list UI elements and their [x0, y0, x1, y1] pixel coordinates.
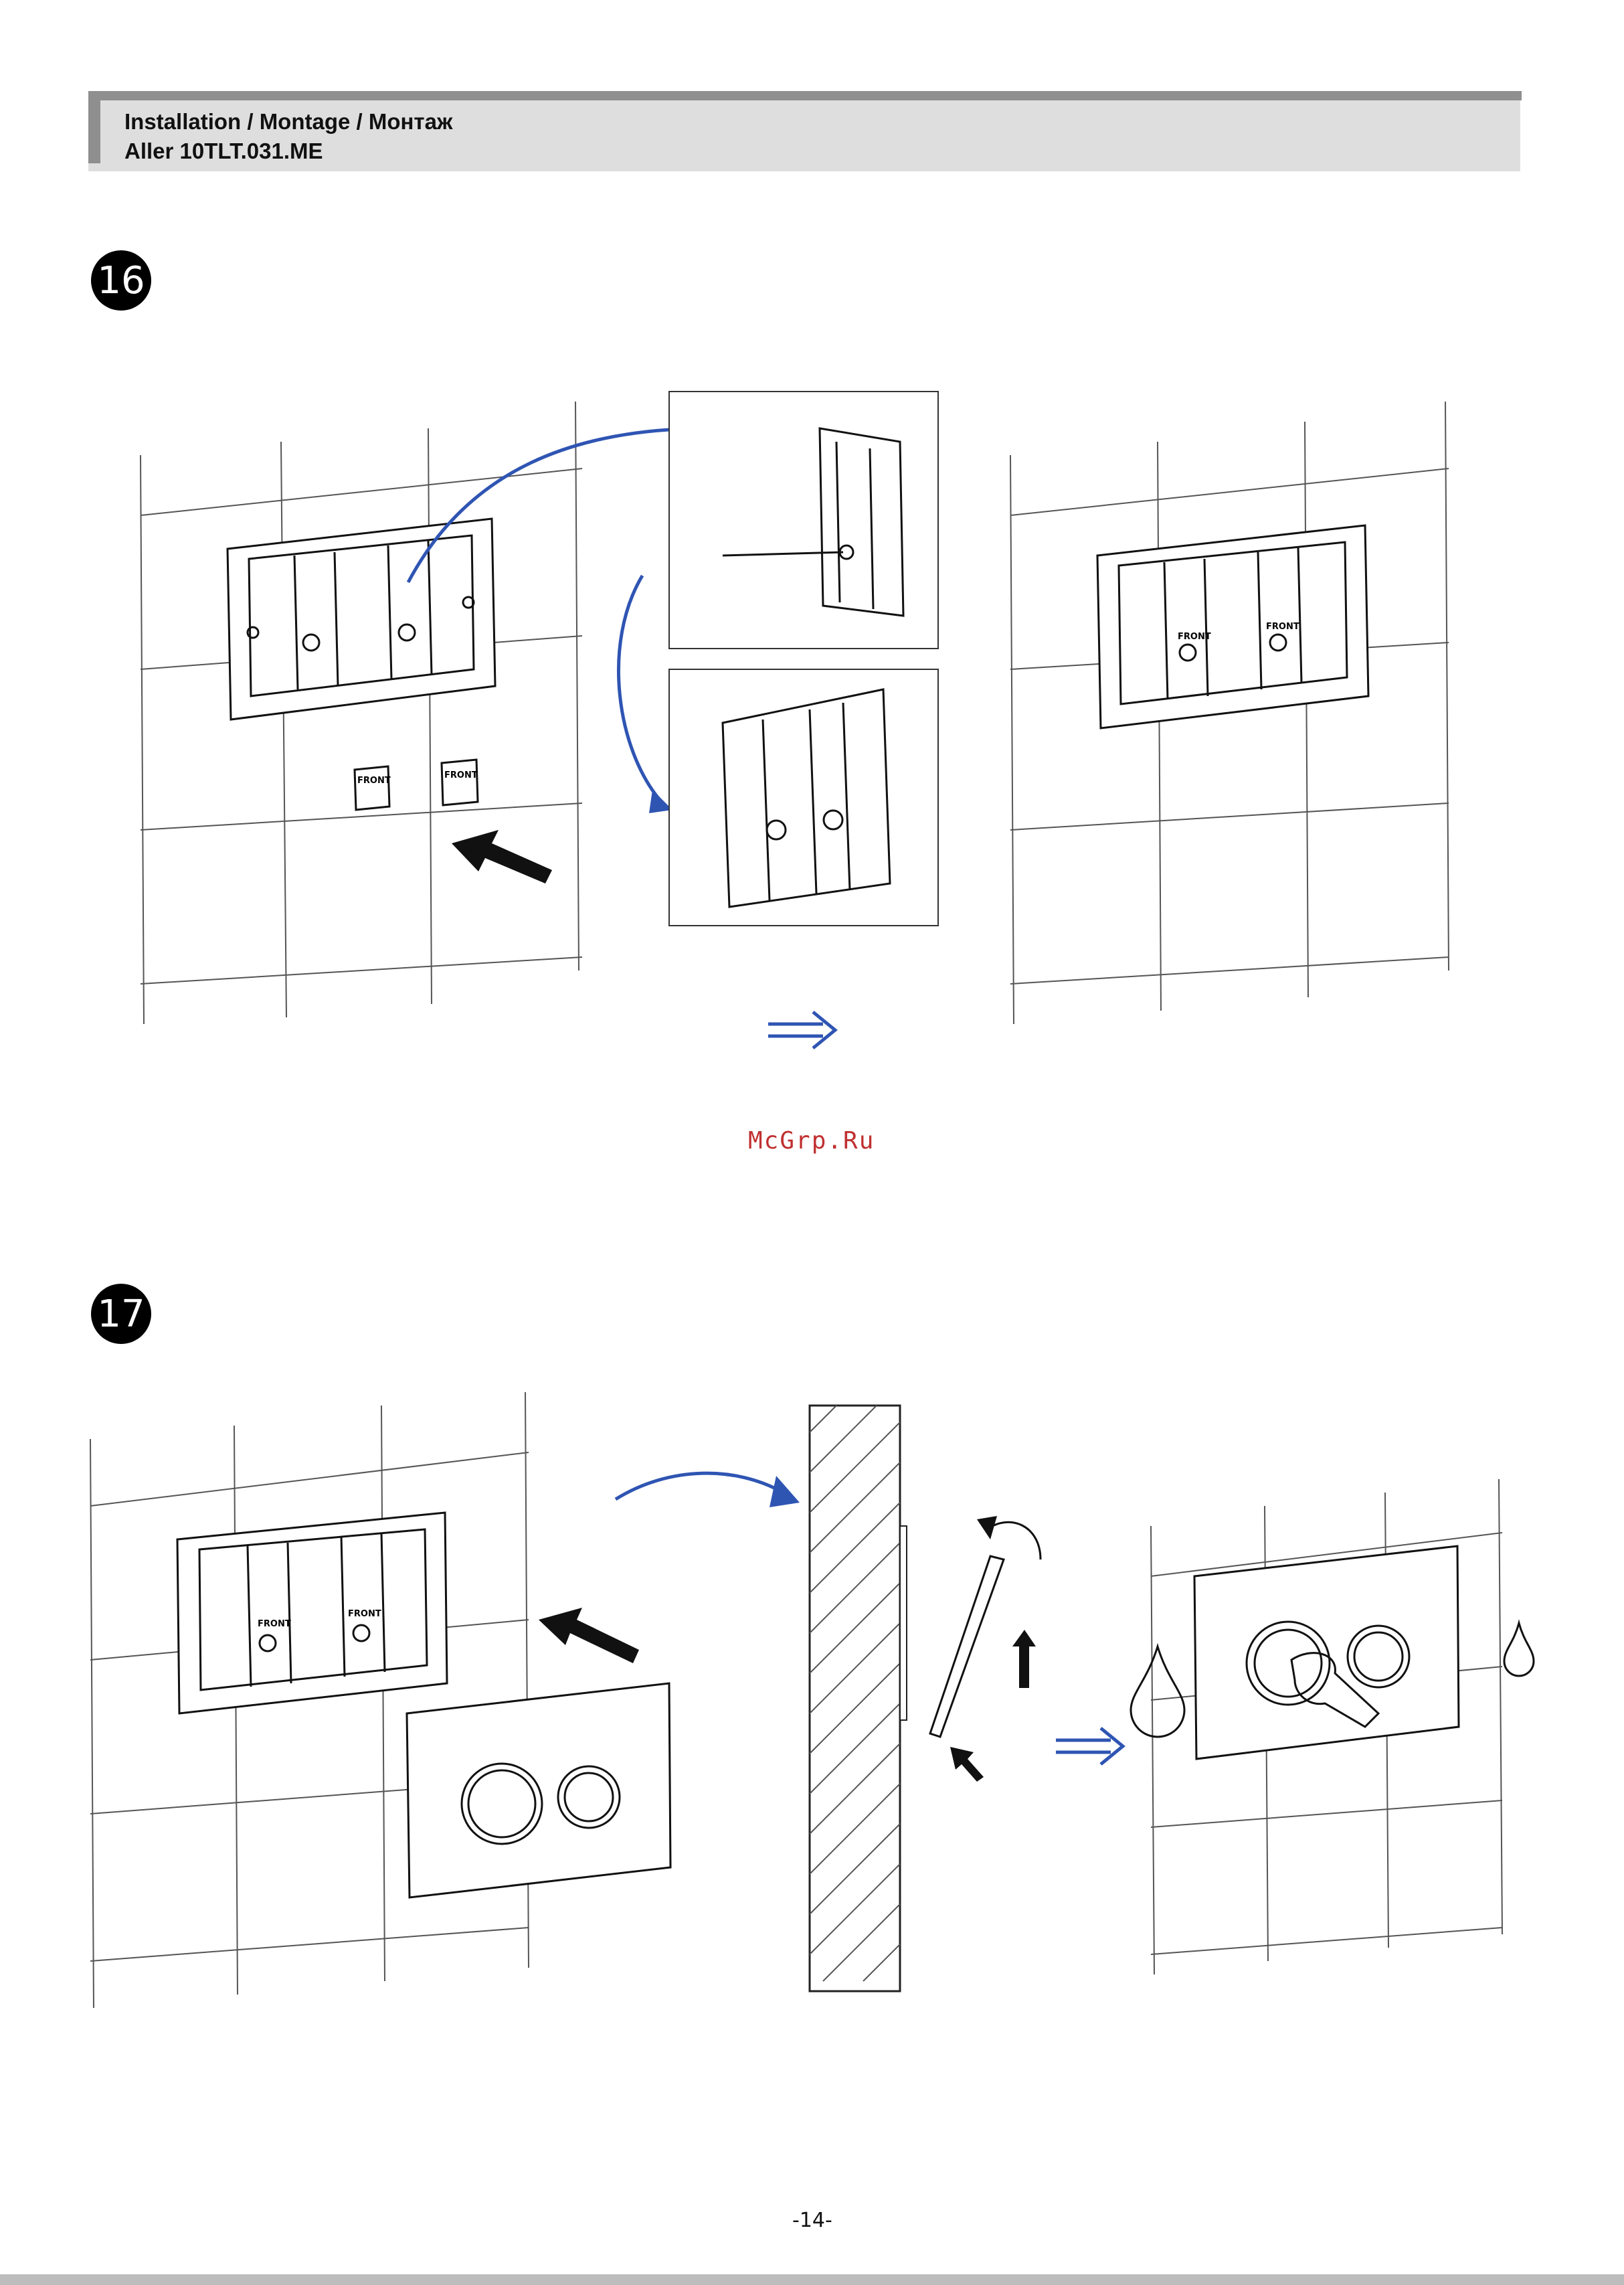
front-label: FRONT — [348, 1609, 381, 1619]
page-number: -14- — [792, 2209, 832, 2232]
step17-left-tile-wall — [90, 1392, 529, 2008]
front-label: FRONT — [1266, 622, 1299, 632]
step16-detail-box-clip — [669, 669, 938, 926]
step16-front-clip-2: FRONT — [442, 760, 478, 805]
front-label: FRONT — [357, 776, 391, 786]
step17-rotate-arrow-icon — [987, 1522, 1041, 1559]
step17-diagonal-arrow-icon — [950, 1747, 984, 1782]
step16-push-arrow-icon — [452, 830, 552, 883]
step16-curved-arrow-down-icon — [618, 576, 662, 803]
step16-mounting-frame-right: FRONT FRONT — [1097, 525, 1368, 728]
step17-next-arrow-icon — [1056, 1728, 1123, 1764]
step17-flush-plate — [407, 1683, 670, 1897]
step16-detail-box-rod — [669, 392, 938, 649]
water-drop-icon — [1504, 1623, 1534, 1676]
watermark: McGrp.Ru — [748, 1127, 875, 1155]
arrowhead-icon — [770, 1476, 800, 1507]
front-label: FRONT — [258, 1619, 291, 1629]
water-drop-icon — [1131, 1646, 1184, 1737]
step17-mounting-frame: FRONT FRONT — [177, 1513, 447, 1713]
step17-installed-plate — [1194, 1546, 1459, 1759]
arrowhead-icon — [977, 1516, 997, 1539]
step17-wall-cross-section — [810, 1406, 907, 1991]
step16-next-arrow-icon — [768, 1012, 835, 1048]
step16-front-clip-1: FRONT — [355, 766, 391, 810]
front-label: FRONT — [1178, 632, 1211, 642]
step17-tilted-plate — [930, 1556, 1004, 1737]
step17-up-arrow-icon — [1012, 1630, 1036, 1688]
front-label: FRONT — [444, 770, 478, 780]
footer-rule — [0, 2274, 1624, 2285]
step16-left-tile-wall — [141, 402, 582, 1024]
step17-curved-arrow-icon — [616, 1473, 783, 1499]
step16-mounting-frame-left — [228, 519, 495, 720]
step17-push-arrow-icon — [539, 1608, 639, 1663]
